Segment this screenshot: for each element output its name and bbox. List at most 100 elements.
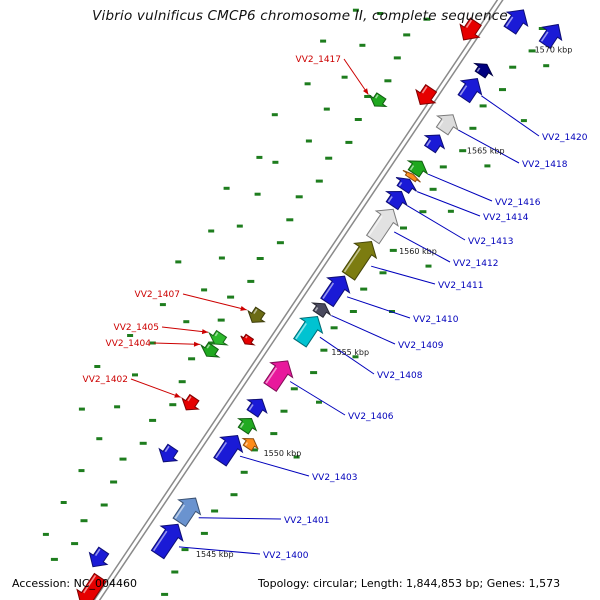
gene-label-VV2_1420[interactable]: VV2_1420 <box>542 133 588 143</box>
gene-label-VV2_1416[interactable]: VV2_1416 <box>495 198 541 208</box>
gene-arrow-shape[interactable] <box>247 306 266 323</box>
gene-arrow-VV2_1416[interactable] <box>406 160 429 178</box>
gene-arrow[interactable] <box>459 17 482 41</box>
gene-label-VV2_1407[interactable]: VV2_1407 <box>135 290 180 300</box>
gene-arrow-shape[interactable] <box>435 114 459 136</box>
gene-arrow[interactable] <box>158 443 179 463</box>
gene-arrow[interactable] <box>76 572 107 600</box>
gene-arrow-shape[interactable] <box>473 62 494 79</box>
gene-arrow-shape[interactable] <box>181 393 200 411</box>
gene-arrow-shape[interactable] <box>240 333 256 346</box>
gene-arrow-VV2_1409[interactable] <box>310 302 332 318</box>
tick-dash <box>499 88 506 92</box>
callout-line-VV2_1404 <box>153 342 201 345</box>
gene-arrow-shape[interactable] <box>320 275 351 308</box>
gene-label-VV2_1402[interactable]: VV2_1402 <box>83 375 128 385</box>
gene-arrow-VV2_1408[interactable] <box>293 315 324 348</box>
gene-arrow-VV2_1417[interactable] <box>368 92 388 107</box>
gene-arrow-highlight <box>94 548 101 556</box>
gene-arrow-VV2_1420[interactable] <box>457 77 483 104</box>
gene-arrow-shape[interactable] <box>457 77 483 104</box>
gene-arrow[interactable] <box>240 333 256 346</box>
gene-label-VV2_1404[interactable]: VV2_1404 <box>106 339 152 349</box>
gene-arrow[interactable] <box>88 546 110 568</box>
gene-label-VV2_1417[interactable]: VV2_1417 <box>296 55 341 65</box>
gene-arrow-shape[interactable] <box>236 417 258 435</box>
callout-line-VV2_1411 <box>371 265 436 285</box>
gene-label-VV2_1405[interactable]: VV2_1405 <box>114 323 159 333</box>
gene-arrow-shape[interactable] <box>538 23 563 49</box>
gene-label-VV2_1408[interactable]: VV2_1408 <box>377 371 423 381</box>
gene-arrow-VV2_1401[interactable] <box>172 497 202 528</box>
gene-arrow[interactable] <box>473 62 494 79</box>
gene-arrow-shape[interactable] <box>199 342 221 358</box>
gene-label-VV2_1403[interactable]: VV2_1403 <box>312 473 357 483</box>
gene-label-VV2_1406[interactable]: VV2_1406 <box>348 412 394 422</box>
callout-line-VV2_1414 <box>416 191 481 217</box>
gene-arrow-shape[interactable] <box>503 9 529 35</box>
gene-label-VV2_1400[interactable]: VV2_1400 <box>263 551 309 561</box>
tick-dash <box>211 509 219 513</box>
gene-arrow-VV2_1418[interactable] <box>435 114 459 136</box>
gene-arrow-VV2_1407[interactable] <box>247 306 266 323</box>
tick-dash <box>290 387 298 391</box>
gene-arrow-VV2_1403[interactable] <box>213 434 244 467</box>
tick-dash <box>171 570 179 574</box>
gene-arrow-shape[interactable] <box>459 17 482 41</box>
gene-arrow-shape[interactable] <box>76 572 107 600</box>
gene-label-VV2_1413[interactable]: VV2_1413 <box>468 237 513 247</box>
gene-arrow-shape[interactable] <box>423 134 446 154</box>
gene-label-VV2_1414[interactable]: VV2_1414 <box>483 213 529 223</box>
gene-arrow[interactable] <box>415 84 438 106</box>
gene-arrow-shape[interactable] <box>293 315 324 348</box>
gene-arrow-shape[interactable] <box>341 240 378 281</box>
gene-label-VV2_1418[interactable]: VV2_1418 <box>522 160 568 170</box>
gene-arrow-shape[interactable] <box>158 443 179 463</box>
callout-line-VV2_1408 <box>319 336 375 375</box>
gene-arrow[interactable] <box>241 437 259 452</box>
gene-arrow-VV2_1404[interactable] <box>199 342 221 358</box>
gene-label-VV2_1412[interactable]: VV2_1412 <box>453 259 498 269</box>
gene-arrow-VV2_1412[interactable] <box>365 208 399 245</box>
gene-arrow-VV2_1413[interactable] <box>384 190 409 211</box>
gene-arrow-shape[interactable] <box>384 190 409 211</box>
gene-arrow-VV2_1410[interactable] <box>320 275 351 308</box>
gene-arrow-shape[interactable] <box>208 329 229 346</box>
gene-arrow-VV2_1402[interactable] <box>181 393 200 411</box>
gene-arrow-shape[interactable] <box>246 398 268 418</box>
gene-label-VV2_1410[interactable]: VV2_1410 <box>413 315 459 325</box>
gene-arrow-VV2_1406[interactable] <box>263 360 294 392</box>
gene-label-VV2_1409[interactable]: VV2_1409 <box>398 341 444 351</box>
gene-arrow-shape[interactable] <box>310 302 332 318</box>
gene-arrow[interactable] <box>538 23 563 49</box>
gene-label-VV2_1411[interactable]: VV2_1411 <box>438 281 483 291</box>
gene-arrow-VV2_1405[interactable] <box>208 329 229 346</box>
gene-arrow-shape[interactable] <box>263 360 294 392</box>
gene-arrow[interactable] <box>236 417 258 435</box>
tick-dash <box>100 503 108 507</box>
gene-arrow-VV2_1411[interactable] <box>341 240 378 281</box>
gene-arrow-shape[interactable] <box>402 169 421 183</box>
gene-arrow[interactable] <box>402 169 421 183</box>
gene-arrow-highlight <box>152 530 168 552</box>
gene-arrow-shape[interactable] <box>213 434 244 467</box>
gene-arrow-shape[interactable] <box>172 497 202 528</box>
gene-arrow-shape[interactable] <box>395 177 417 194</box>
gene-arrow-shape[interactable] <box>415 84 438 106</box>
gene-arrow-shape[interactable] <box>365 208 399 245</box>
tick-dash <box>352 8 359 12</box>
gene-arrow-shape[interactable] <box>88 546 110 568</box>
gene-arrow-shape[interactable] <box>241 437 259 452</box>
gene-arrow[interactable] <box>503 9 529 35</box>
gene-arrow-shape[interactable] <box>150 523 184 560</box>
gene-arrow-VV2_1414[interactable] <box>395 177 417 194</box>
gene-arrow[interactable] <box>246 398 268 418</box>
gene-arrow-highlight <box>476 67 481 72</box>
gene-arrow-shape[interactable] <box>368 92 388 107</box>
tick-dash <box>247 279 255 283</box>
gene-arrow-VV2_1400[interactable] <box>150 523 184 560</box>
gene-label-VV2_1401[interactable]: VV2_1401 <box>284 516 329 526</box>
gene-arrow-shape[interactable] <box>406 160 429 178</box>
callout-line-VV2_1403 <box>239 455 310 477</box>
gene-arrow[interactable] <box>423 134 446 154</box>
